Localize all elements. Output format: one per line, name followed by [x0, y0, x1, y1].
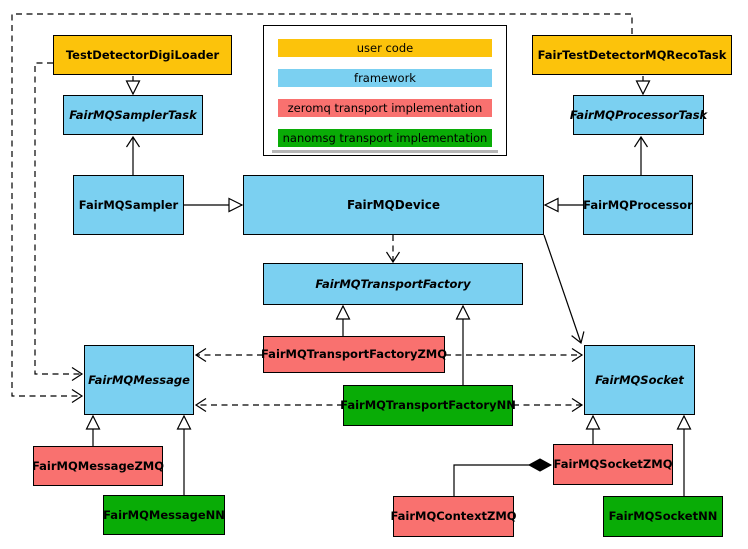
node-label: FairMQProcessor — [583, 197, 693, 212]
node-label: TestDetectorDigiLoader — [65, 47, 220, 62]
node-fairmq-socket-zmq: FairMQSocketZMQ — [553, 444, 673, 485]
node-fairmq-device: FairMQDevice — [243, 175, 544, 235]
node-label: FairMQTransportFactory — [315, 276, 471, 291]
node-fairmq-processor-task: FairMQProcessorTask — [569, 95, 708, 135]
node-fair-test-detector-mq-reco-task: FairTestDetectorMQRecoTask — [532, 35, 732, 75]
edge-tddl-depends-message — [34, 62, 84, 382]
node-label: FairMQSocketNN — [608, 509, 718, 524]
node-label: FairMQDevice — [346, 197, 441, 212]
node-label: FairMQSocketZMQ — [553, 457, 673, 472]
node-fairmq-transport-factory-zmq: FairMQTransportFactoryZMQ — [261, 336, 448, 373]
node-fairmq-transport-factory: FairMQTransportFactory — [263, 263, 523, 305]
node-fairmq-message-nn: FairMQMessageNN — [103, 495, 225, 535]
node-label: FairMQProcessorTask — [569, 107, 708, 122]
node-label: FairMQContextZMQ — [390, 509, 517, 524]
node-fairmq-message: FairMQMessage — [84, 345, 194, 415]
node-fairmq-socket: FairMQSocket — [584, 345, 695, 415]
node-fairmq-transport-factory-nn: FairMQTransportFactoryNN — [340, 385, 516, 426]
node-fairmq-socket-nn: FairMQSocketNN — [603, 496, 723, 537]
edge-recotask-depends-message — [11, 13, 633, 404]
legend-label: zeromq transport implementation — [287, 101, 483, 115]
node-label: FairMQMessageNN — [103, 507, 225, 522]
legend-item-user-code: user code — [278, 39, 492, 57]
node-test-detector-digi-loader: TestDetectorDigiLoader — [53, 35, 232, 75]
node-label: FairTestDetectorMQRecoTask — [537, 47, 727, 62]
edge-contextzmq-composed-socketzmq — [453, 458, 553, 496]
node-fairmq-sampler-task: FairMQSamplerTask — [63, 95, 203, 135]
legend-item-zeromq: zeromq transport implementation — [278, 99, 492, 117]
legend-item-framework: framework — [278, 69, 492, 87]
node-label: FairMQSampler — [78, 197, 179, 212]
legend-label: nanomsg transport implementation — [282, 131, 488, 145]
node-label: FairMQTransportFactoryZMQ — [261, 347, 448, 362]
node-label: FairMQSocket — [595, 372, 684, 387]
legend-item-nanomsg: nanomsg transport implementation — [278, 129, 492, 147]
node-label: FairMQMessage — [88, 372, 190, 387]
legend: user code framework zeromq transport imp… — [263, 25, 507, 156]
node-label: FairMQTransportFactoryNN — [340, 398, 516, 413]
legend-label: framework — [354, 71, 416, 85]
node-fairmq-sampler: FairMQSampler — [73, 175, 184, 235]
legend-divider — [272, 150, 498, 153]
node-label: FairMQMessageZMQ — [31, 458, 165, 473]
node-fairmq-context-zmq: FairMQContextZMQ — [390, 496, 517, 537]
legend-label: user code — [356, 41, 414, 55]
edge-device-uses-socket — [543, 234, 585, 345]
node-fairmq-processor: FairMQProcessor — [583, 175, 693, 235]
node-label: FairMQSamplerTask — [69, 107, 197, 122]
node-fairmq-message-zmq: FairMQMessageZMQ — [31, 446, 165, 486]
